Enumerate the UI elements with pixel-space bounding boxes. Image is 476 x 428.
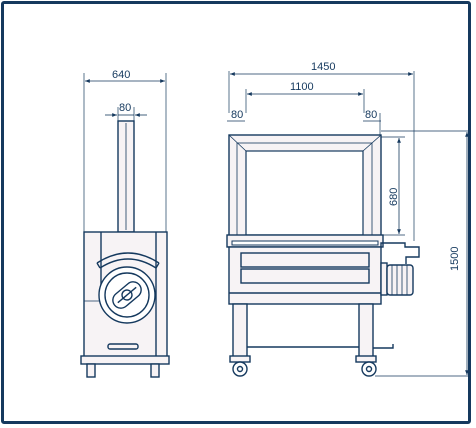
front-strap-coil bbox=[386, 264, 414, 296]
side-arc-outer bbox=[96, 252, 160, 264]
front-panel-middle bbox=[240, 268, 370, 284]
front-caster-plate-right bbox=[355, 355, 377, 363]
side-arc-inner bbox=[99, 258, 157, 269]
side-width-label: 640 bbox=[112, 69, 130, 81]
side-arc-cap-left bbox=[96, 262, 101, 269]
front-side-arm bbox=[380, 242, 420, 264]
front-right-post-label: 80 bbox=[365, 109, 377, 121]
strap-coil-ring bbox=[104, 272, 150, 318]
front-overall-label: 1450 bbox=[311, 61, 335, 73]
caster-hub-left bbox=[236, 365, 244, 373]
front-leg-right bbox=[358, 303, 374, 359]
side-handle-slot bbox=[107, 343, 139, 350]
front-arch-opening bbox=[245, 150, 364, 236]
column-width-label: 80 bbox=[119, 102, 131, 114]
front-table-slot bbox=[231, 240, 379, 246]
side-foot-left bbox=[86, 363, 96, 378]
caster-hub-right bbox=[365, 365, 373, 373]
side-base bbox=[80, 355, 170, 365]
side-foot-right bbox=[150, 363, 160, 378]
front-cabinet bbox=[228, 246, 382, 305]
side-view: 640 80 bbox=[80, 69, 170, 378]
side-arc-cap-right bbox=[155, 262, 160, 269]
front-arch-height-label: 680 bbox=[388, 188, 400, 206]
strap-dispenser-icon bbox=[112, 281, 142, 309]
front-pedal bbox=[373, 344, 394, 349]
front-view: 1450 1100 80 80 680 bbox=[226, 61, 468, 377]
overall-height-label: 1500 bbox=[449, 247, 461, 271]
front-leg-left bbox=[232, 303, 248, 359]
front-panel-upper bbox=[240, 252, 370, 268]
caster-wheel-right bbox=[361, 361, 377, 377]
drawing-frame: 640 80 bbox=[1, 1, 471, 424]
front-inner-label: 1100 bbox=[290, 81, 314, 93]
front-left-post-label: 80 bbox=[231, 109, 243, 121]
caster-wheel-left bbox=[232, 361, 248, 377]
front-coil-hub bbox=[380, 262, 388, 296]
technical-drawing: 640 80 bbox=[80, 61, 468, 378]
front-caster-plate-left bbox=[229, 355, 251, 363]
